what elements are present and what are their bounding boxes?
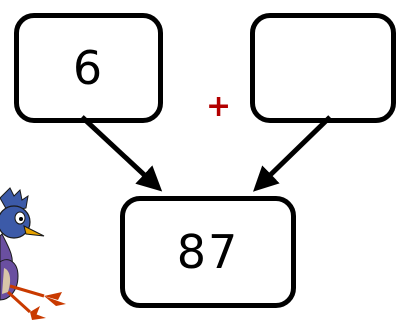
sum-box: 87: [120, 196, 296, 308]
arrow-left-to-sum: [80, 115, 163, 192]
addend-left-value: 6: [72, 41, 105, 95]
addend-box-left: 6: [14, 13, 163, 123]
sum-value: 87: [176, 225, 240, 279]
plus-sign: +: [206, 89, 232, 124]
arrow-right-to-sum: [253, 115, 332, 192]
